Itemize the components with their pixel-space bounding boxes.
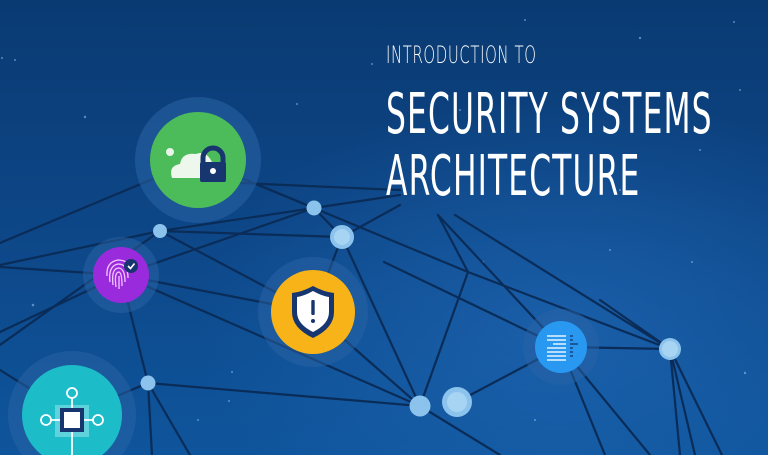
network-nodes — [140, 200, 681, 417]
shield-node — [258, 257, 368, 367]
cloud-lock-node — [135, 97, 261, 223]
title-line-2: ARCHITECTURE — [386, 144, 641, 209]
shield-alert-icon — [292, 286, 334, 338]
cloud-lock-icon — [166, 145, 226, 182]
fingerprint-node — [83, 237, 159, 313]
title-block: INTRODUCTION TO SECURITY SYSTEMS ARCHITE… — [386, 40, 768, 208]
title-kicker: INTRODUCTION TO — [386, 41, 537, 69]
document-node — [523, 309, 599, 385]
title-line-1: SECURITY SYSTEMS — [386, 82, 713, 147]
chip-network-icon — [40, 387, 104, 455]
chip-node — [8, 351, 136, 455]
document-list-icon — [547, 335, 566, 361]
